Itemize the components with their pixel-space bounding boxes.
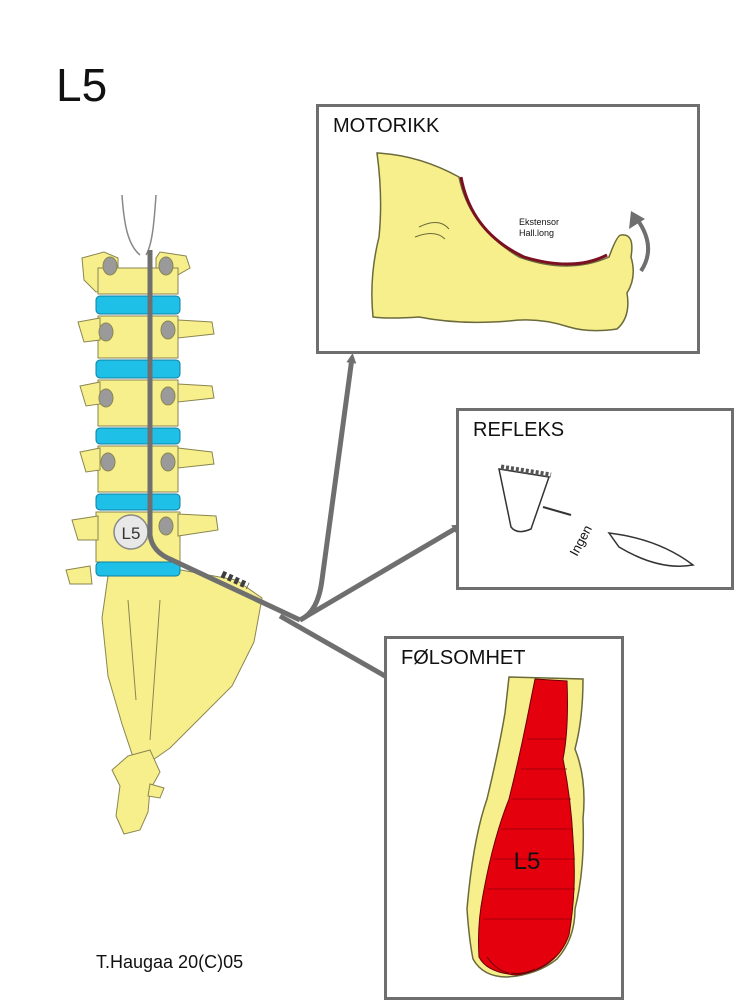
vertebra-1 [81, 251, 191, 295]
motor-panel-title: MOTORIKK [333, 115, 440, 137]
foot-shape [371, 152, 634, 332]
reflex-hammer-icon [498, 468, 551, 533]
muscle-label-1: Ekstensor [519, 217, 559, 227]
vertebra-2 [77, 315, 215, 359]
disc-2 [95, 359, 181, 379]
muscle-label-2: Hall.long [519, 228, 554, 238]
vertebrae [65, 251, 263, 835]
disc-4 [95, 493, 181, 511]
disc-1 [95, 295, 181, 315]
root-badge-label: L5 [122, 524, 141, 543]
reflex-panel-title: REFLEKS [473, 419, 565, 441]
credit-text: T.Haugaa 20(C)05 [96, 952, 244, 972]
nerve-root [147, 250, 302, 623]
sensory-panel: FØLSOMHET L5 [384, 636, 624, 1000]
sacrum [101, 567, 263, 763]
disc-5 [95, 561, 181, 577]
toes-icon [486, 956, 556, 974]
reflex-panel: REFLEKS Ingen [456, 408, 734, 590]
extension-arrow-icon [635, 217, 650, 273]
intervertebral-discs [95, 295, 181, 577]
reflex-response-label: Ingen [566, 523, 595, 559]
arrow-to-reflex [298, 524, 463, 623]
reflex-hammer-illustration: Ingen [498, 464, 695, 567]
disc-3 [95, 427, 181, 445]
foot-top-illustration: L5 [466, 676, 585, 978]
dermatome-area [478, 678, 575, 976]
sensory-panel-title: FØLSOMHET [401, 647, 526, 669]
nerve-root-dashed [220, 570, 250, 590]
foot-side-illustration: Ekstensor Hall.long [371, 152, 650, 332]
spinal-cord [121, 194, 157, 256]
vertebra-4 [79, 445, 215, 493]
arrow-to-motor [298, 353, 357, 623]
dermatome-label: L5 [514, 848, 541, 875]
vertebra-3 [79, 379, 215, 427]
coccyx [111, 749, 161, 835]
tendon-icon [607, 532, 695, 567]
page-title: L5 [56, 59, 108, 111]
motor-panel: MOTORIKK Ekstensor Hall.long [316, 104, 700, 354]
extensor-tendon [459, 176, 608, 266]
arrow-to-sensory [278, 613, 397, 683]
